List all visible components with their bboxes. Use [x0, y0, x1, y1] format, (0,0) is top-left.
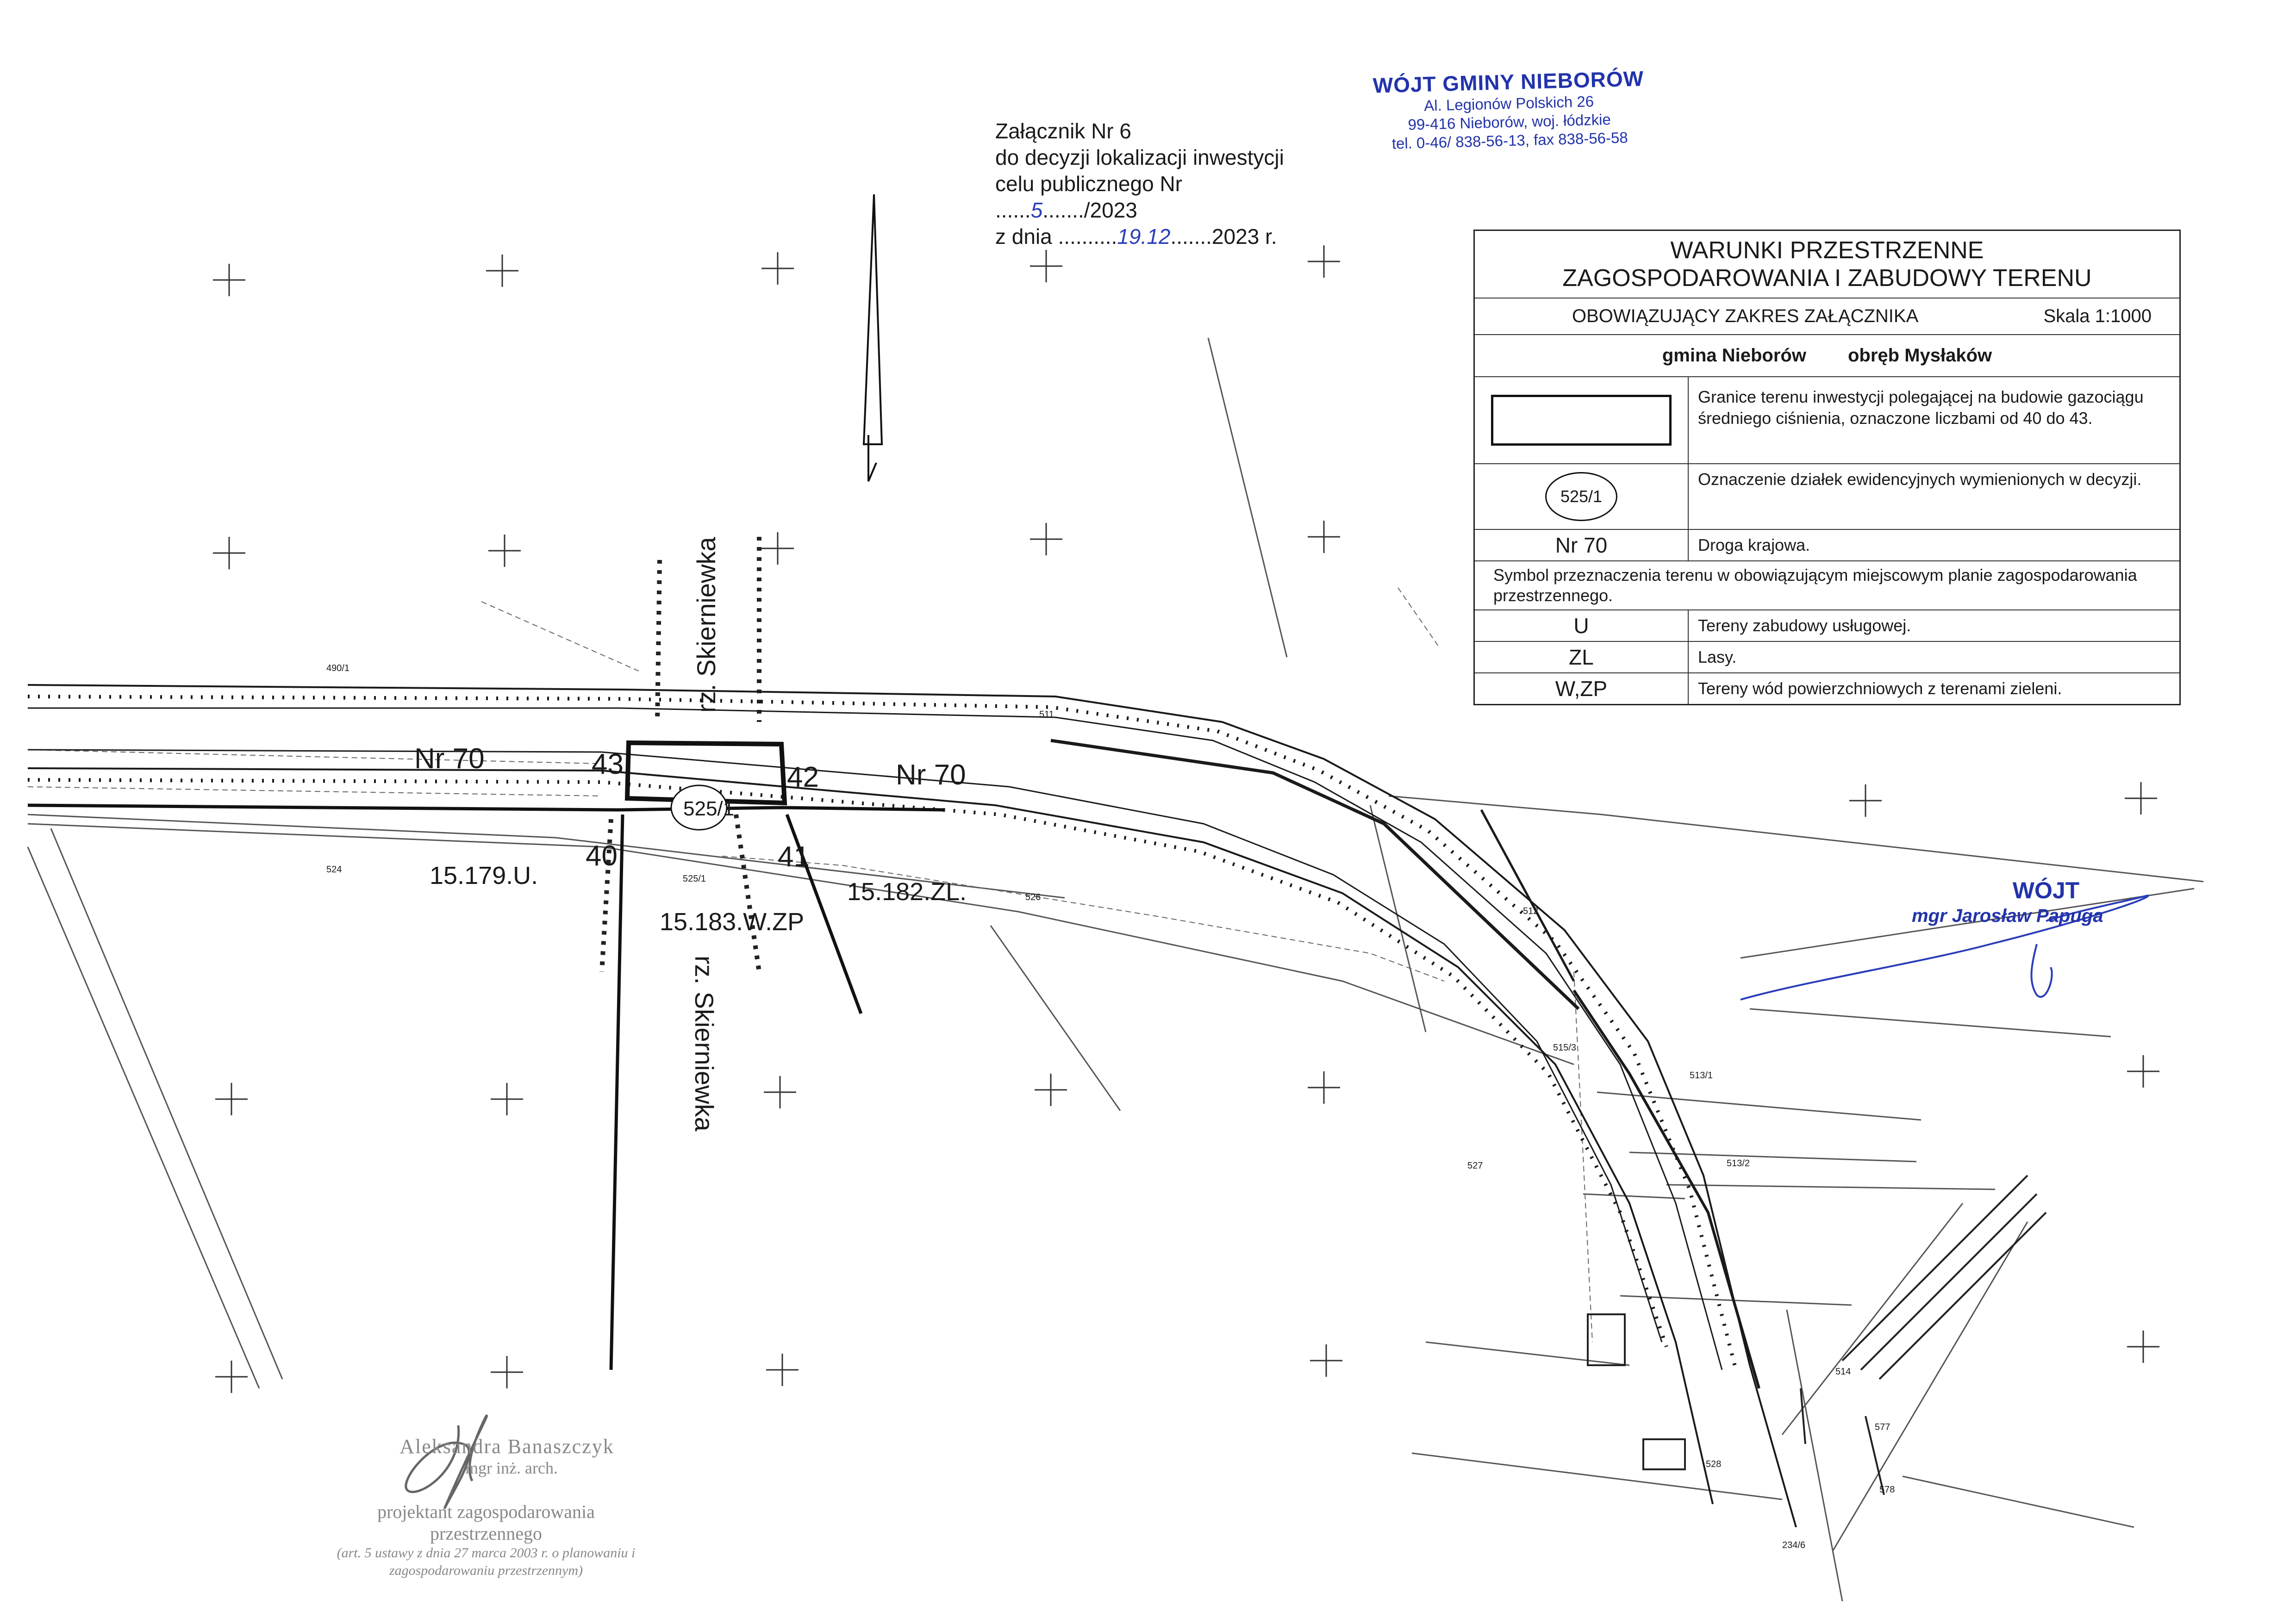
point-label-42: 42	[787, 761, 819, 793]
building	[1642, 1438, 1686, 1470]
parcel-number: 577	[1875, 1422, 1890, 1432]
parcel-number: 513/2	[1727, 1158, 1750, 1169]
investment-boundary	[624, 740, 787, 806]
building	[1587, 1313, 1626, 1366]
buildings	[1587, 1313, 1686, 1470]
road-symbol: Nr 70	[1555, 533, 1608, 557]
parcel-symbol: 525/1	[1545, 472, 1617, 521]
legend-table: WARUNKI PRZESTRZENNE ZAGOSPODAROWANIA I …	[1473, 230, 2181, 705]
point-label-41: 41	[778, 841, 810, 873]
zone-label-u: 15.179.U.	[430, 862, 538, 889]
zone-label-zl: 15.182.ZL.	[847, 878, 967, 906]
parcel-number: 525/1	[683, 874, 706, 884]
designer-handwritten-signature	[405, 1414, 488, 1510]
legend-scope-row: OBOWIĄZUJĄCY ZAKRES ZAŁĄCZNIKA Skala 1:1…	[1475, 298, 2179, 335]
wojt-title: WÓJT	[2012, 877, 2080, 903]
parcel-number: 515/3	[1553, 1043, 1576, 1053]
gas-pipeline	[27, 803, 945, 1370]
parcel-number: 528	[1706, 1459, 1721, 1469]
legend-scale: Skala 1:1000	[2043, 306, 2152, 326]
legend-obreb: obręb Mysłaków	[1847, 345, 1992, 366]
wojt-name: mgr Jarosław Papuga	[1912, 906, 2103, 926]
parcel-boundaries	[27, 337, 2204, 1602]
legend-row-parcel: 525/1 Oznaczenie działek ewidencyjnych w…	[1475, 464, 2179, 530]
road-label-left: Nr 70	[414, 743, 485, 775]
point-label-40: 40	[586, 840, 618, 872]
designer-law: (art. 5 ustawy z dnia 27 marca 2003 r. o…	[337, 1545, 636, 1578]
legend-row-road: Nr 70 Droga krajowa.	[1475, 530, 2179, 561]
legend-gmina: gmina Nieborów	[1662, 345, 1806, 366]
designer-role: projektant zagospodarowania przestrzenne…	[377, 1501, 595, 1544]
handwritten-decision-number: 5	[1030, 198, 1043, 222]
wojt-handwritten-signature	[1740, 894, 2149, 1001]
parcel-number: 524	[326, 864, 342, 875]
municipality-stamp: WÓJT GMINY NIEBORÓW Al. Legionów Polskic…	[1365, 66, 1653, 154]
river-label-south: rz. Skierniewka	[690, 956, 719, 1132]
attachment-line: celu publicznego Nr ......5......./2023	[995, 172, 1183, 222]
parcel-numbers: 524 525/1 526 527 511 512 513/1 513/2 51…	[326, 663, 1895, 1550]
designer-title: mgr inż. arch.	[465, 1459, 558, 1477]
parcel-label-525-1: 525/1	[683, 797, 734, 820]
legend-zone-row: ZL Lasy.	[1475, 642, 2179, 673]
zone-label-wzp: 15.183.W.ZP	[660, 908, 804, 936]
attachment-line: Załącznik Nr 6	[995, 119, 1131, 143]
legend-zone-row: U Tereny zabudowy usługowej.	[1475, 610, 2179, 642]
boundary-symbol	[1491, 395, 1672, 446]
designer-stamp: Aleksandra Banaszczyk mgr inż. arch. pro…	[319, 1435, 653, 1579]
parcel-number: 512	[1523, 906, 1538, 916]
attachment-line: z dnia ..........19.12.......2023 r.	[995, 224, 1277, 249]
attachment-line: do decyzji lokalizacji inwestycji	[995, 145, 1284, 169]
handwritten-decision-date: 19.12	[1117, 224, 1171, 249]
road-label-right: Nr 70	[896, 759, 966, 791]
parcel-number: 578	[1879, 1485, 1895, 1495]
point-label-43: 43	[592, 748, 624, 780]
parcel-number: 527	[1467, 1161, 1483, 1171]
legend-row-plan: Symbol przeznaczenia terenu w obowiązują…	[1475, 561, 2179, 610]
side-road	[1800, 1175, 2047, 1495]
parcel-number: 514	[1835, 1367, 1851, 1377]
parcel-circle-525-1	[670, 784, 728, 831]
legend-scope: OBOWIĄZUJĄCY ZAKRES ZAŁĄCZNIKA	[1572, 306, 1919, 326]
parcel-number: 511	[1039, 709, 1054, 720]
river-label-north: rz. Skierniewka	[692, 536, 721, 713]
wojt-signature-block: WÓJT mgr Jarosław Papuga	[1903, 877, 2152, 927]
designer-name: Aleksandra Banaszczyk	[399, 1435, 614, 1458]
parcel-number: 513/1	[1690, 1070, 1713, 1081]
legend-title: WARUNKI PRZESTRZENNE ZAGOSPODAROWANIA I …	[1475, 231, 2179, 298]
dashed-lines	[27, 587, 1593, 1343]
legend-row-boundary: Granice terenu inwestycji polegającej na…	[1475, 377, 2179, 464]
parcel-number: 526	[1025, 892, 1041, 902]
coordinate-grid-crosses	[213, 245, 2159, 1393]
parcel-number: 490/1	[326, 663, 349, 673]
road-nr70	[27, 684, 1797, 1528]
attachment-header: Załącznik Nr 6 do decyzji lokalizacji in…	[995, 118, 1329, 250]
parcel-number: 234/6	[1782, 1540, 1805, 1550]
legend-zone-row: W,ZP Tereny wód powierzchniowych z teren…	[1475, 673, 2179, 704]
legend-location-row: gmina Nieborów obręb Mysłaków	[1475, 335, 2179, 377]
north-arrow	[862, 194, 883, 482]
